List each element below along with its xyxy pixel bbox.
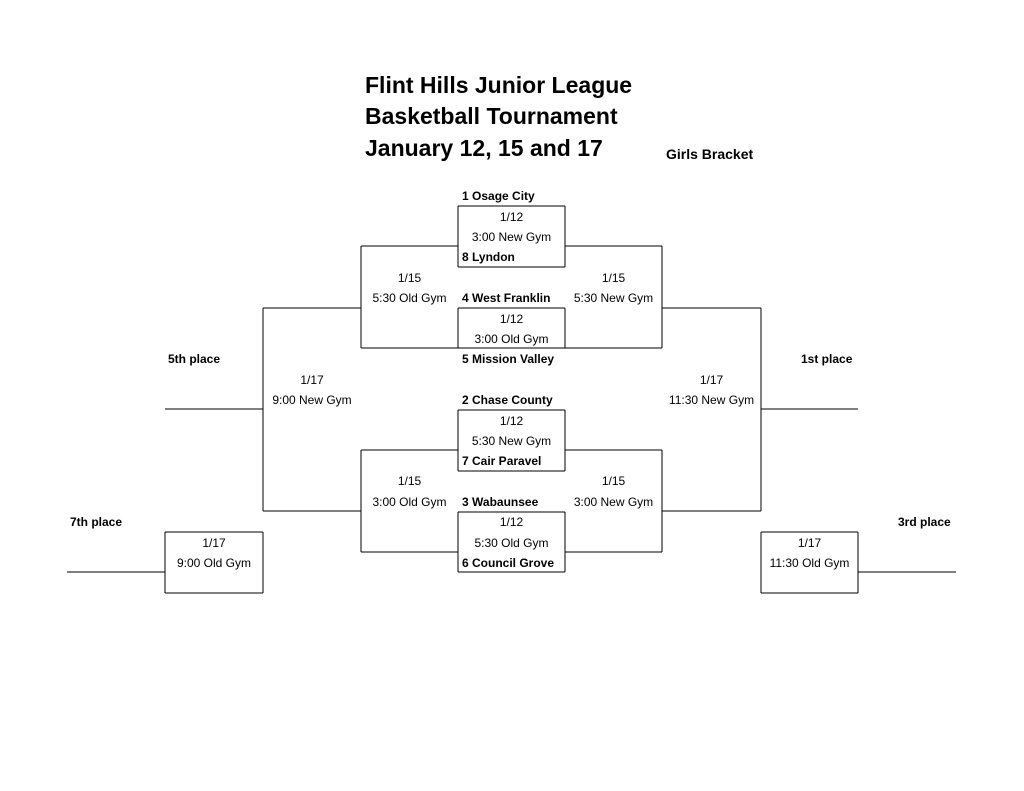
r1-g3-time: 5:30 New Gym [471,434,552,448]
f5-time: 9:00 New Gym [272,393,352,407]
sf-lt-time: 5:30 Old Gym [372,291,447,305]
r1-g1-time: 3:00 New Gym [471,230,552,244]
title-line-3: January 12, 15 and 17 [365,135,603,161]
place-7th-label: 7th place [70,515,123,529]
team-seed-2: 2 Chase County [462,393,553,407]
team-seed-1: 1 Osage City [462,189,535,203]
team-seed-7: 7 Cair Paravel [462,454,542,468]
r1-g4-date: 1/12 [499,515,524,529]
title-line-1: Flint Hills Junior League [365,72,633,98]
sf-wb-time: 3:00 New Gym [573,495,654,509]
team-seed-6: 6 Council Grove [462,556,555,570]
bracket-name: Girls Bracket [666,146,754,162]
f3-date: 1/17 [797,536,822,550]
r1-g2-time: 3:00 Old Gym [474,332,549,346]
sf-lb-date: 1/15 [397,474,422,488]
r1-g3-date: 1/12 [499,414,524,428]
f7-date: 1/17 [202,536,226,550]
f1-time: 11:30 New Gym [668,393,755,407]
team-seed-4: 4 West Franklin [462,291,551,305]
f7-time: 9:00 Old Gym [176,556,252,570]
f3-time: 11:30 Old Gym [769,556,850,570]
f5-date: 1/17 [300,373,324,387]
f1-date: 1/17 [699,373,724,387]
team-seed-8: 8 Lyndon [462,250,515,264]
team-seed-5: 5 Mission Valley [462,352,555,366]
place-1st-label: 1st place [801,352,853,366]
place-5th-label: 5th place [168,352,221,366]
sf-wt-time: 5:30 New Gym [573,291,654,305]
sf-wt-date: 1/15 [601,271,626,285]
sf-lt-date: 1/15 [397,271,422,285]
r1-g2-date: 1/12 [499,312,524,326]
team-seed-3: 3 Wabaunsee [462,495,539,509]
title-line-2: Basketball Tournament [365,103,618,129]
place-3rd-label: 3rd place [898,515,951,529]
sf-lb-time: 3:00 Old Gym [372,495,447,509]
sf-wb-date: 1/15 [601,474,626,488]
r1-g1-date: 1/12 [499,210,524,224]
r1-g4-time: 5:30 Old Gym [474,536,549,550]
